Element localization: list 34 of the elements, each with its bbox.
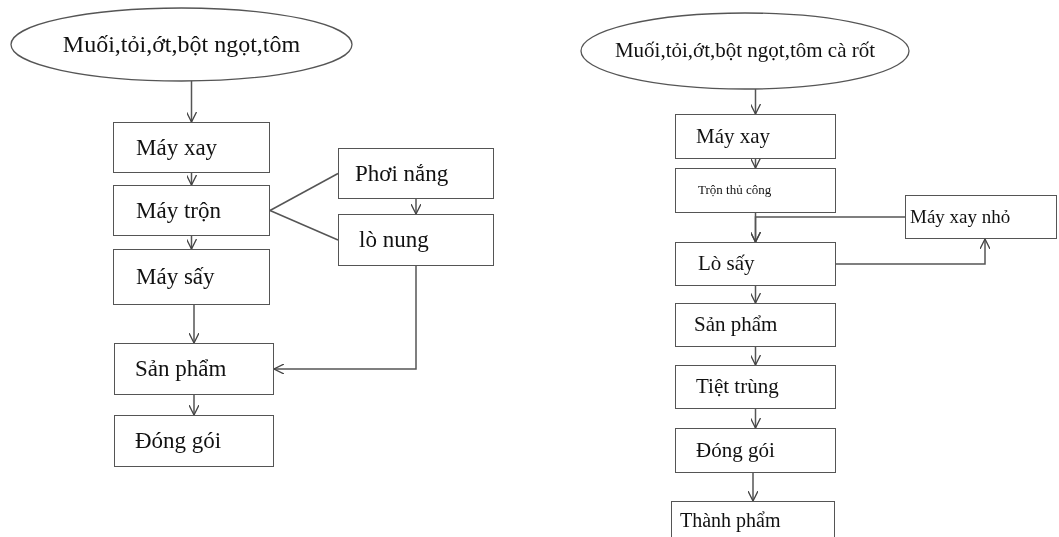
process-box: lò nung	[338, 214, 494, 266]
process-box: Trộn thủ công	[675, 168, 836, 213]
arrow	[185, 235, 198, 250]
arrow	[188, 394, 200, 416]
arrow	[747, 472, 759, 502]
process-box: Máy trộn	[113, 185, 270, 236]
arrow	[749, 408, 762, 429]
connector-line	[269, 172, 339, 212]
arrow	[188, 304, 200, 344]
process-box: Máy xay	[113, 122, 270, 173]
arrow	[749, 87, 762, 115]
arrow	[185, 79, 198, 123]
arrow	[835, 238, 991, 265]
arrow	[749, 346, 762, 366]
ellipse-node: Muối,tỏi,ớt,bột ngọt,tôm	[10, 7, 353, 82]
arrow	[185, 172, 198, 186]
process-box: Thành phẩm	[671, 501, 835, 537]
arrow	[273, 265, 417, 375]
process-box: Sản phẩm	[114, 343, 274, 395]
process-box: Đóng gói	[675, 428, 836, 473]
arrow	[749, 216, 906, 243]
arrow	[410, 198, 422, 215]
process-box: Máy sấy	[113, 249, 270, 305]
arrow	[749, 157, 762, 169]
process-box: Lò sấy	[675, 242, 836, 286]
process-box: Phơi nắng	[338, 148, 494, 199]
process-box: Đóng gói	[114, 415, 274, 467]
process-box: Tiệt trùng	[675, 365, 836, 409]
process-box: Máy xay nhỏ	[905, 195, 1057, 239]
ellipse-node: Muối,tỏi,ớt,bột ngọt,tôm cà rốt	[580, 12, 910, 90]
connector-line	[269, 209, 339, 241]
process-box: Máy xay	[675, 114, 836, 159]
process-box: Sản phẩm	[675, 303, 836, 347]
arrow	[749, 285, 762, 304]
